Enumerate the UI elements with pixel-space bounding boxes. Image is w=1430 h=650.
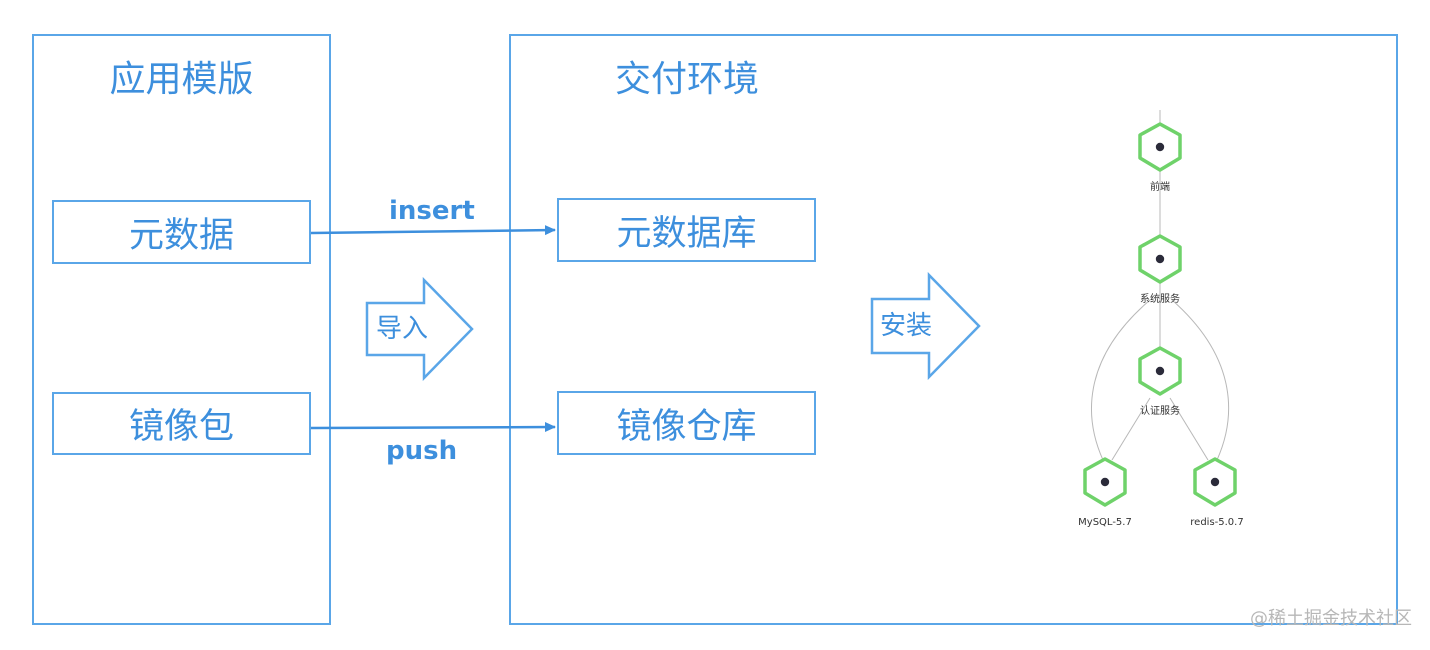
image-package-box: 镜像包 [52, 392, 311, 455]
edge-auth-redis [1169, 397, 1209, 461]
edge-auth-mysql [1111, 397, 1151, 461]
node-mysql[interactable]: MySQL-5.7 [1078, 457, 1132, 528]
node-center-icon [1210, 477, 1220, 487]
node-label-frontend: 前端 [1150, 180, 1170, 193]
node-label-mysql: MySQL-5.7 [1078, 517, 1132, 528]
node-label-redis: redis-5.0.7 [1190, 517, 1243, 528]
node-redis[interactable]: redis-5.0.7 [1190, 457, 1244, 528]
image-package-label: 镜像包 [128, 407, 234, 447]
metadata-db-box: 元数据库 [557, 198, 816, 262]
install-arrow-icon [870, 272, 981, 380]
node-auth-service[interactable]: 认证服务 [1138, 346, 1182, 417]
node-frontend[interactable]: 前端 [1138, 122, 1182, 193]
edge-system-redis [1171, 299, 1230, 461]
watermark: @稀土掘金技术社区 [1250, 608, 1412, 629]
import-arrow-icon [365, 277, 474, 381]
metadata-db-label: 元数据库 [616, 213, 757, 254]
push-label: push [386, 436, 458, 466]
delivery-environment-title: 交付环境 [614, 59, 759, 100]
edge-system-mysql [1091, 299, 1151, 461]
image-registry-box: 镜像仓库 [557, 391, 816, 455]
node-label-auth-service: 认证服务 [1140, 404, 1180, 417]
topology-edges [1091, 110, 1230, 461]
insert-label: insert [389, 196, 475, 226]
metadata-box: 元数据 [52, 200, 311, 264]
node-center-icon [1100, 477, 1110, 487]
import-label: 导入 [376, 314, 429, 344]
application-template-title: 应用模版 [109, 59, 254, 100]
node-system-service[interactable]: 系统服务 [1138, 234, 1182, 305]
node-center-icon [1155, 366, 1165, 376]
image-registry-label: 镜像仓库 [616, 406, 757, 447]
node-label-system-service: 系统服务 [1140, 292, 1180, 305]
install-label: 安装 [880, 311, 933, 341]
node-center-icon [1155, 142, 1165, 152]
node-center-icon [1155, 254, 1165, 264]
application-template-panel [32, 34, 331, 625]
metadata-label: 元数据 [128, 215, 234, 256]
